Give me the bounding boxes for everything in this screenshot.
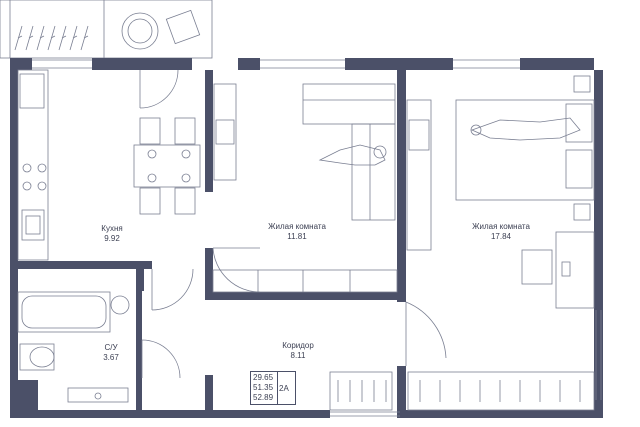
apartment-type: 2А [279,384,289,393]
bathroom-furniture [17,291,130,403]
room-label-living-1: Жилая комната 11.81 [256,222,338,242]
room-label-corridor: Коридор 8.11 [270,341,326,361]
balcony [0,0,213,59]
room-name: С/У [104,343,118,352]
room-name: Жилая комната [472,222,530,231]
room-area: 9.92 [104,234,120,243]
area-living: 51.35 [253,383,274,392]
living-room-1-furniture [212,83,398,293]
walls [10,58,603,418]
room-label-bathroom: С/У 3.67 [96,343,126,363]
doors [139,69,447,379]
room-name: Жилая комната [268,222,326,231]
windows [32,59,602,417]
area-total: 29.65 [253,373,274,382]
divider [277,372,278,404]
room-area: 17.84 [490,232,512,241]
room-area: 11.81 [287,232,307,241]
area-summary: 29.65 51.35 52.89 2А [250,371,296,405]
room-name: Коридор [282,341,314,350]
living-room-2-furniture [406,75,595,309]
room-area: 3.67 [103,353,119,362]
room-label-kitchen: Кухня 9.92 [84,224,140,244]
room-label-living-2: Жилая комната 17.84 [460,222,542,242]
room-area: 8.11 [290,351,306,360]
room-name: Кухня [101,224,123,233]
area-common: 52.89 [253,393,274,402]
kitchen-furniture [17,69,201,261]
wardrobes [329,371,595,411]
